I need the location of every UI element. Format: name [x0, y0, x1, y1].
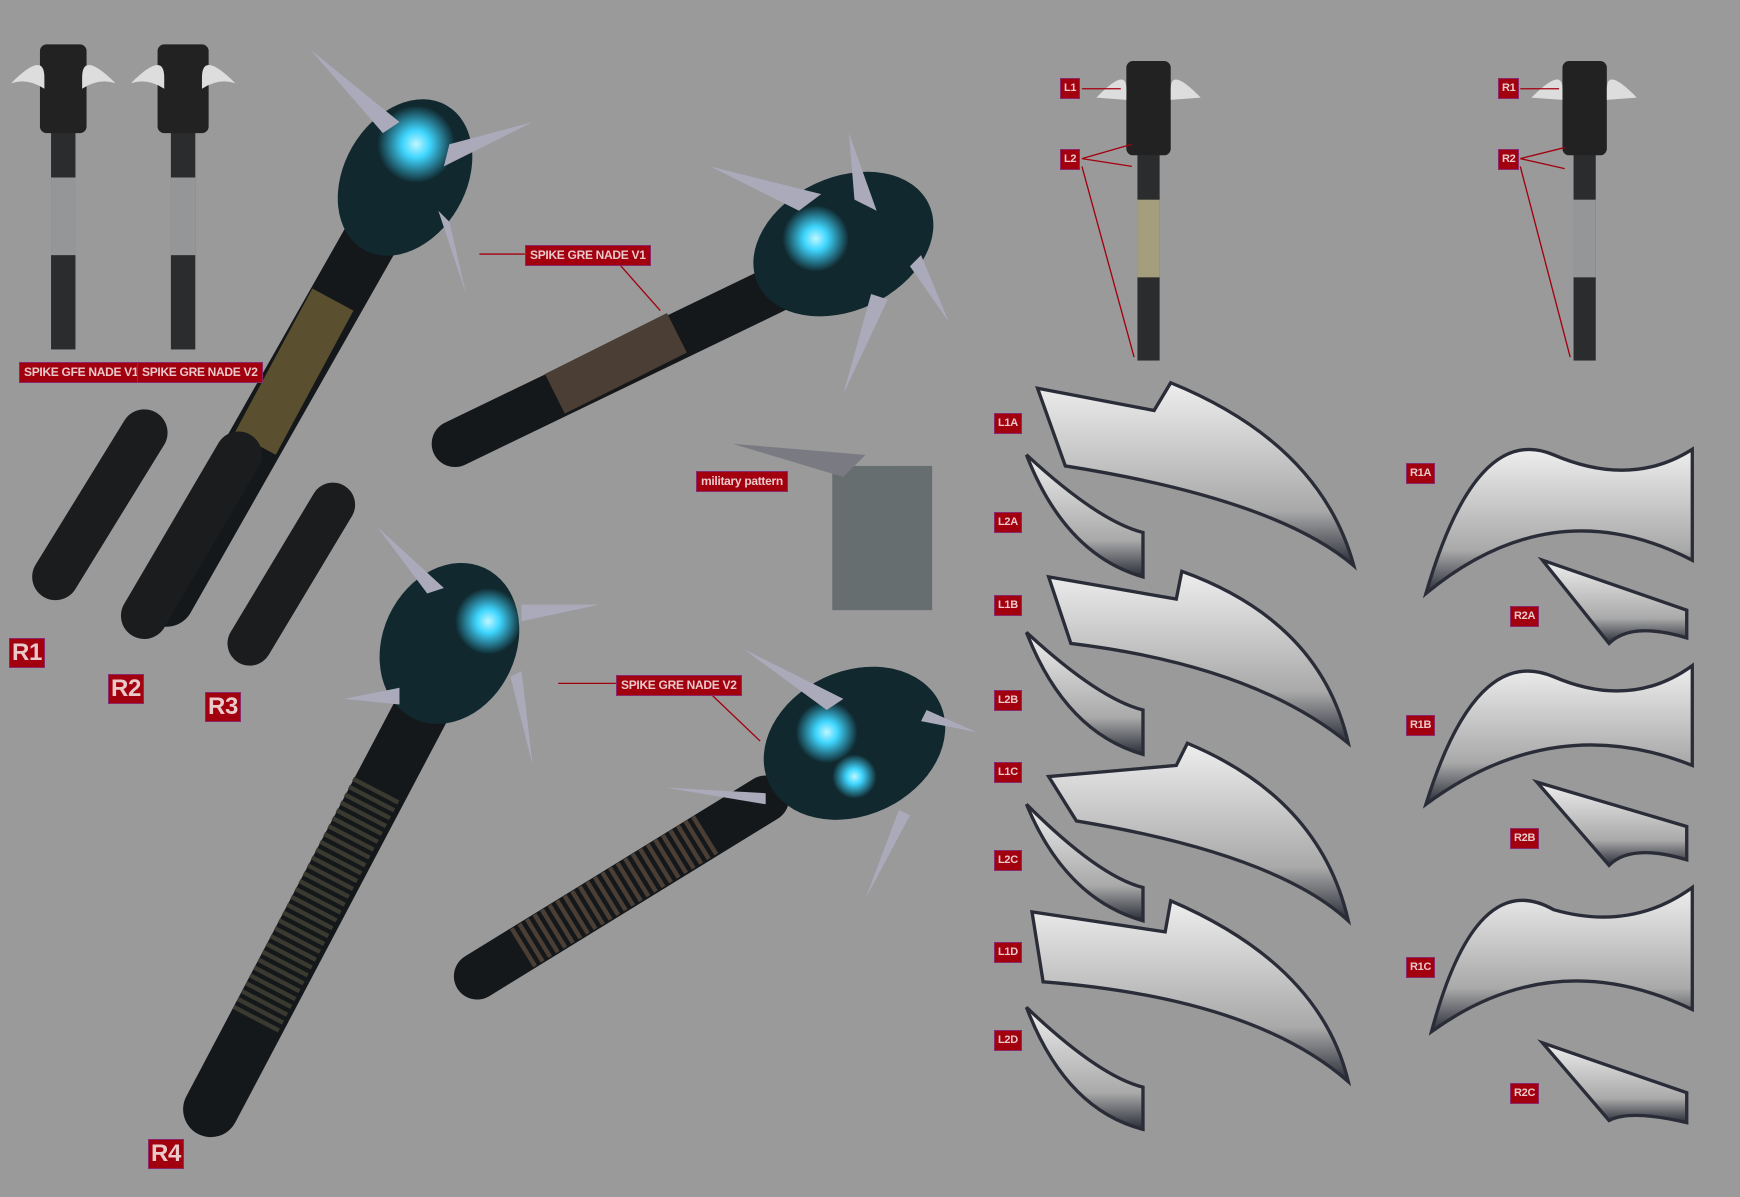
- tag-r2b: R2B: [1510, 828, 1540, 849]
- tag-l2d: L2D: [994, 1030, 1022, 1051]
- tag-r1b: R1B: [1406, 715, 1436, 736]
- tag-l1b: L1B: [994, 595, 1022, 616]
- grenade-v1-side-view: [11, 44, 116, 350]
- grenade-v2-render-large: [183, 526, 600, 1138]
- tag-l1c: L1C: [994, 762, 1022, 783]
- handle-label-r3: R3: [205, 692, 242, 722]
- label-military-pattern: military pattern: [696, 471, 788, 492]
- left-blades: [1024, 380, 1357, 1132]
- handle-label-r2: R2: [108, 674, 145, 704]
- tag-l2b: L2B: [994, 690, 1022, 711]
- tag-l1d: L1D: [994, 942, 1022, 963]
- grenade-v2-side-view: [130, 44, 236, 350]
- military-pattern-ghost: [732, 443, 933, 611]
- label-spike-gre-nade-v2: SPIKE GRE NADE V2: [616, 675, 742, 696]
- label-spike-gre-nade-v1: SPIKE GRE NADE V1: [525, 245, 651, 266]
- tag-r1: R1: [1498, 78, 1520, 99]
- tag-r2c: R2C: [1510, 1083, 1540, 1104]
- tag-l2c: L2C: [994, 850, 1022, 871]
- grenade-v1-render-diagonal: [431, 133, 949, 468]
- leader-lines: [479, 88, 1571, 742]
- handle-label-r4: R4: [148, 1139, 185, 1169]
- tag-r1a: R1A: [1406, 463, 1436, 484]
- label-spike-gfe-nade-v1: SPIKE GFE NADE V1: [19, 362, 144, 383]
- tag-l2a: L2A: [994, 512, 1022, 533]
- handle-label-r1: R1: [9, 638, 46, 668]
- tag-l1a: L1A: [994, 413, 1022, 434]
- grenade-v2-render-diagonal: [453, 648, 977, 1000]
- side-view-left: [1096, 61, 1201, 361]
- tag-r2a: R2A: [1510, 606, 1540, 627]
- tag-r2: R2: [1498, 149, 1520, 170]
- label-spike-gre-nade-v2-small: SPIKE GRE NADE V2: [137, 362, 263, 383]
- side-view-right: [1531, 61, 1637, 361]
- handle-variants: [32, 409, 356, 666]
- right-blades: [1422, 446, 1694, 1125]
- tag-l1: L1: [1060, 78, 1081, 99]
- tag-r1c: R1C: [1406, 957, 1436, 978]
- tag-l2: L2: [1060, 149, 1081, 170]
